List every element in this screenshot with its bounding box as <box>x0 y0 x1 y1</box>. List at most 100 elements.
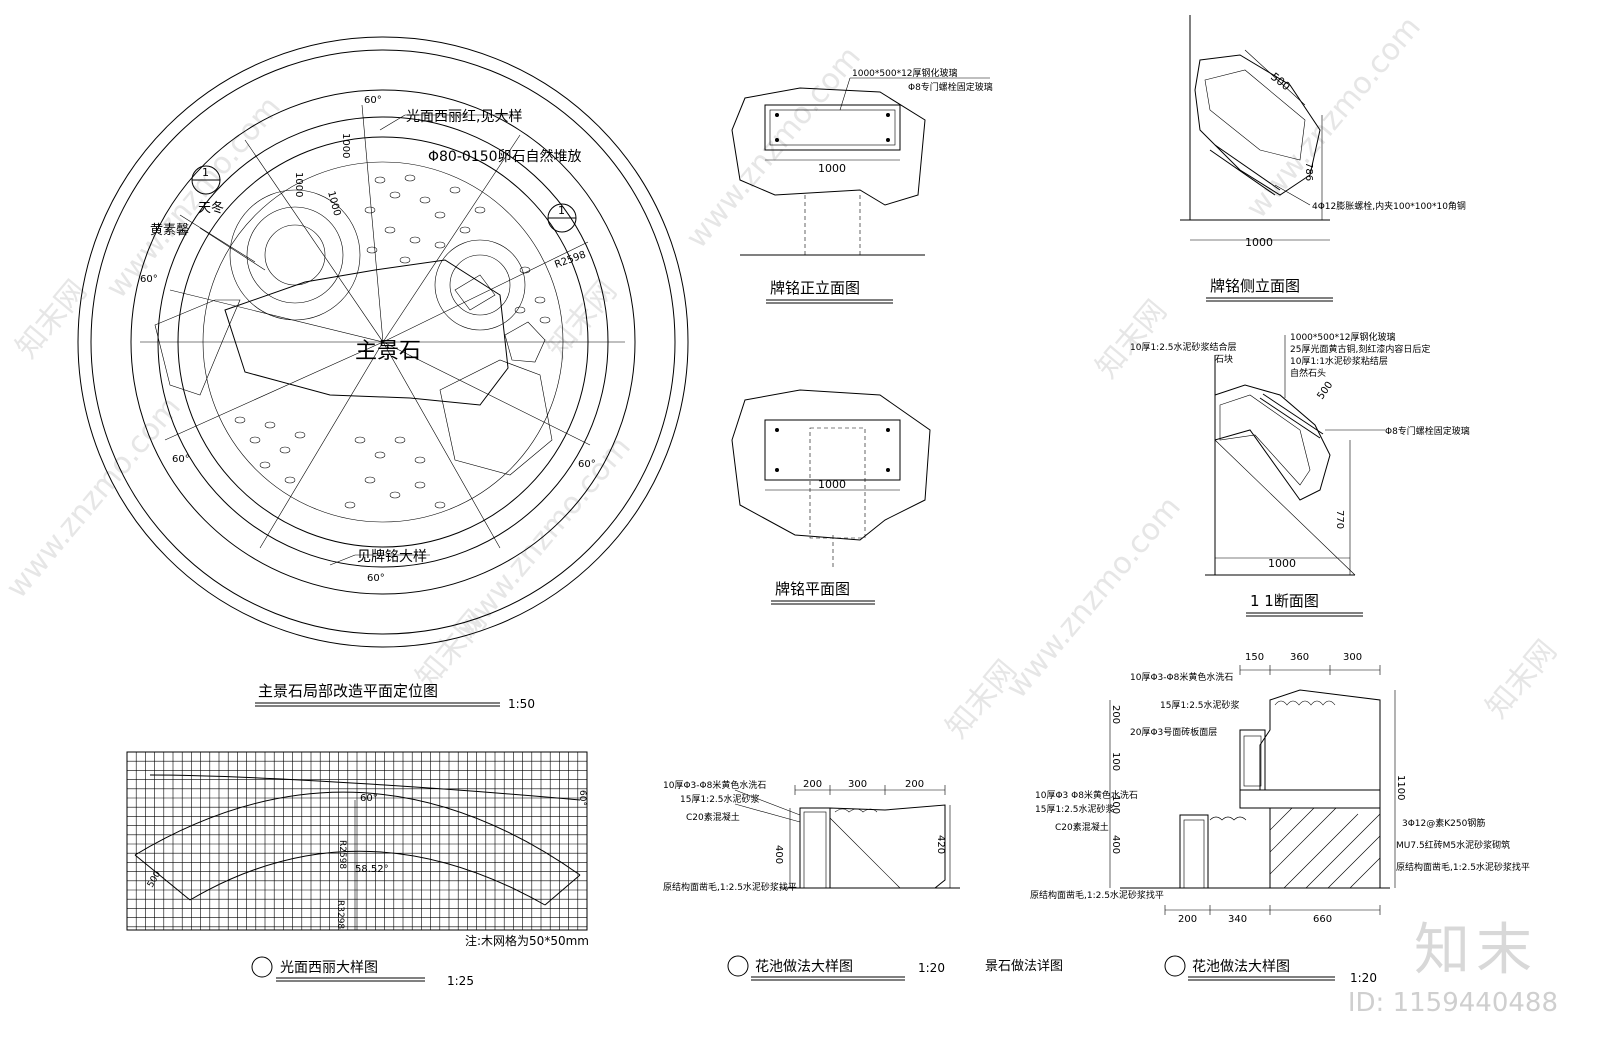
granite-label: R3298 <box>335 900 345 929</box>
dim-label: 1000 <box>293 172 304 197</box>
section-title: 1 1断面图 <box>1250 592 1319 610</box>
dim-label: 340 <box>1228 914 1247 925</box>
dim-label: 200 <box>1178 914 1197 925</box>
granite-label: 58.52° <box>355 864 389 875</box>
flowerbed-note: 3Φ12@素K250钢筋 <box>1402 817 1485 829</box>
flowerbed-note: 10厚Φ3-Φ8米黄色水洗石 <box>1130 671 1233 683</box>
flowerbed-note: 原结构面凿毛,1:2.5水泥砂浆找平 <box>663 881 797 893</box>
dim-label: 200 <box>905 779 924 790</box>
watermark-text: 知末网 <box>539 274 624 365</box>
sign-front-title: 牌铭正立面图 <box>770 279 860 297</box>
dim-label: 420 <box>935 835 946 854</box>
watermark-text: 知末网 <box>1479 634 1564 725</box>
rock-detail-title: 景石做法详图 <box>985 959 1063 974</box>
dim-label: 1000 <box>1268 557 1296 570</box>
dim-label: R2598 <box>553 249 587 270</box>
dim-label: 360 <box>1290 652 1309 663</box>
flowerbed-note: 10厚Φ3 Φ8米黄色水洗石 <box>1035 789 1138 801</box>
plan-scale: 1:50 <box>508 697 535 711</box>
flowerbed-note: C20素混凝土 <box>686 811 740 823</box>
plan-note: 光面西丽红,见大样 <box>406 109 522 125</box>
dim-label: 200 <box>803 779 822 790</box>
section-note: 1000*500*12厚钢化玻璃 <box>1290 331 1396 343</box>
dim-label: 100 <box>1110 752 1121 771</box>
pebble-field <box>234 174 551 509</box>
section-note: 石块 <box>1215 353 1233 365</box>
detail-bubble <box>251 956 273 978</box>
plan-note: Φ80-0150卵石自然堆放 <box>428 148 582 165</box>
section-note: 25厚光面黄古铜,刻红漆内容日后定 <box>1290 343 1430 355</box>
section-note: Φ8专门螺栓固定玻璃 <box>1385 425 1470 437</box>
section-1-1: 770 1000 500 10厚1:2.5水泥砂浆结合层 石块 1000*500… <box>1130 331 1470 617</box>
sign-plan-title: 牌铭平面图 <box>775 580 850 598</box>
main-stone-label: 主景石 <box>355 339 421 364</box>
flowerbed-detail-large: 150 360 300 200 340 660 200 100 100 400 … <box>1030 652 1530 985</box>
dim-label: 1000 <box>1245 236 1273 249</box>
plan-title: 主景石局部改造平面定位图 <box>258 682 438 700</box>
main-stone-plan: 1 1 主景石 光面西丽红,见大样 Φ80-0150卵石自然堆放 见牌铭大样 天… <box>77 36 689 711</box>
brick-hatch <box>1269 807 1381 889</box>
flowerbed-detail-small: 200 300 200 400 420 10厚Φ3-Φ8米黄色水洗石 15厚1:… <box>663 779 960 981</box>
granite-label: R2598 <box>337 840 347 869</box>
flowerbed-note: 15厚1:2.5水泥砂浆 <box>1160 699 1240 711</box>
flowerbed-note: MU7.5红砖M5水泥砂浆砌筑 <box>1396 839 1510 851</box>
granite-label: 500 <box>146 869 163 889</box>
plan-note: 见牌铭大样 <box>357 548 427 565</box>
sign-note: 1000*500*12厚钢化玻璃 <box>852 67 958 79</box>
dim-label: 1100 <box>1395 775 1406 800</box>
watermark-text: 知末网 <box>9 274 94 365</box>
detail-bubble <box>1164 955 1186 977</box>
dim-label: 1000 <box>340 133 351 158</box>
granite-scale: 1:25 <box>447 974 474 988</box>
dim-label: 400 <box>773 845 784 864</box>
flowerbed-note: 20厚Φ3号面砖板面层 <box>1130 726 1217 738</box>
sign-note: 4Φ12膨胀螺栓,内夹100*100*10角钢 <box>1312 200 1466 212</box>
granite-label: 60° <box>577 790 587 806</box>
dim-label: 1000 <box>818 478 846 491</box>
plan-note: 黄素馨 <box>150 222 189 238</box>
watermark-text: www.znzmo.com <box>0 390 188 605</box>
flowerbed-small-scale: 1:20 <box>918 961 945 975</box>
flowerbed-note: 原结构面凿毛,1:2.5水泥砂浆找平 <box>1396 861 1530 873</box>
sign-front-elevation: 1000 1000*500*12厚钢化玻璃 Φ8专门螺栓固定玻璃 牌铭正立面图 <box>731 67 993 304</box>
flowerbed-large-scale: 1:20 <box>1350 971 1377 985</box>
dim-label: 400 <box>1110 835 1121 854</box>
section-mark-label: 1 <box>558 204 565 217</box>
dim-label: 300 <box>848 779 867 790</box>
sign-plan: 1000 牌铭平面图 <box>731 389 931 605</box>
angle-label: 60° <box>367 573 385 584</box>
sign-note: Φ8专门螺栓固定玻璃 <box>908 81 993 93</box>
angle-label: 60° <box>172 454 190 465</box>
dim-label: 100 <box>1110 795 1121 814</box>
flowerbed-note: 15厚1:2.5水泥砂浆 <box>680 793 760 805</box>
detail-bubble <box>727 955 749 977</box>
dim-label: 1000 <box>325 190 342 217</box>
dim-label: 770 <box>1334 510 1345 529</box>
angle-label: 60° <box>140 274 158 285</box>
dim-label: 150 <box>1245 652 1264 663</box>
flowerbed-small-title: 花池做法大样图 <box>755 959 853 975</box>
flowerbed-note: 原结构面凿毛,1:2.5水泥砂浆找平 <box>1030 889 1164 901</box>
flowerbed-large-title: 花池做法大样图 <box>1192 959 1290 975</box>
dim-label: 1000 <box>818 162 846 175</box>
sign-side-title: 牌铭侧立面图 <box>1210 277 1300 295</box>
flowerbed-note: 10厚Φ3-Φ8米黄色水洗石 <box>663 779 766 791</box>
plan-note: 天冬 <box>198 200 224 216</box>
section-note: 10厚1:1水泥砂浆粘结层 <box>1290 355 1388 367</box>
granite-detail: 60° 58.52° R2598 R3298 60° 500 注:木网格为50*… <box>126 751 589 988</box>
section-note: 10厚1:2.5水泥砂浆结合层 <box>1130 341 1237 353</box>
watermark-text: www.znzmo.com <box>449 430 638 645</box>
dim-label: 786 <box>1303 162 1314 181</box>
watermark-id: ID: 1159440488 <box>1347 988 1558 1018</box>
section-note: 自然石头 <box>1290 367 1326 379</box>
angle-label: 60° <box>578 459 596 470</box>
dim-label: 660 <box>1313 914 1332 925</box>
watermark-layer: 知末网 www.znzmo.com www.znzmo.com 知末网 www.… <box>0 10 1564 745</box>
watermark-brand: 知末 <box>1414 918 1538 983</box>
granite-note: 注:木网格为50*50mm <box>465 933 589 948</box>
flowerbed-note: 15厚1:2.5水泥砂浆 <box>1035 803 1115 815</box>
watermark-text: www.znzmo.com <box>679 40 868 255</box>
sign-side-elevation: 500 786 1000 4Φ12膨胀螺栓,内夹100*100*10角钢 牌铭侧… <box>1180 15 1466 302</box>
watermark-text: 知末网 <box>1089 294 1174 385</box>
